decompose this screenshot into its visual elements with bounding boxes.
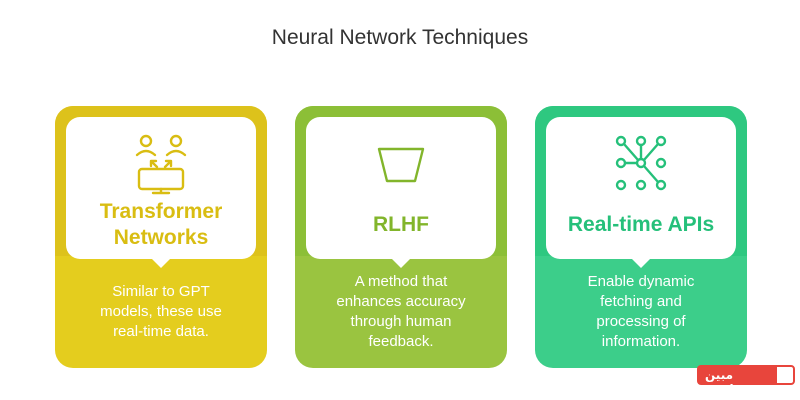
card-rlhf: RLHF A method that enhances accuracy thr… (295, 106, 507, 368)
card-real-time-apis: Real-time APIs Enable dynamic fetching a… (535, 106, 747, 368)
card-header-box: Real-time APIs (546, 117, 736, 268)
page-title: Neural Network Techniques (271, 26, 529, 49)
card-header-box: Transformer Networks (66, 117, 256, 268)
card-pointer (151, 258, 171, 268)
watermark-logo: مبین هاست (697, 362, 795, 396)
card-pointer (391, 258, 411, 268)
card-description: Enable dynamic fetching and processing o… (587, 273, 695, 350)
card-transformer-networks: Transformer Networks Similar to GPT mode… (55, 106, 267, 368)
card-heading: Real-time APIs (567, 213, 715, 236)
trapezoid-icon (377, 147, 425, 183)
users-exchange-icon (135, 134, 187, 195)
card-header-box: RLHF (306, 117, 496, 268)
card-heading: Transformer Networks (99, 200, 223, 249)
cart-icon (774, 365, 795, 385)
card-description: Similar to GPT models, these use real-ti… (100, 283, 222, 340)
network-nodes-icon (615, 135, 667, 191)
watermark-text: مبین هاست (697, 365, 775, 396)
card-pointer (631, 258, 651, 268)
card-description: A method that enhances accuracy through … (336, 273, 466, 350)
card-heading: RLHF (373, 213, 429, 236)
